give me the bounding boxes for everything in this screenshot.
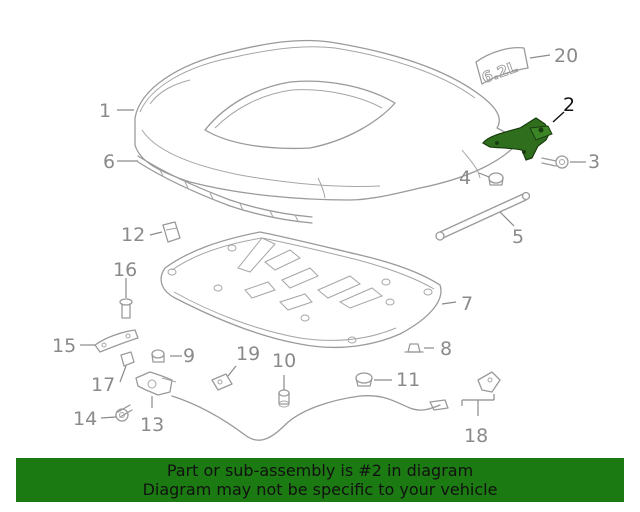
hinge-bolt-part [541,155,569,169]
hood-insulator-part [160,231,442,349]
callout-14: 14 [73,408,97,430]
hood-hinge-part [482,117,553,161]
callout-6: 6 [103,151,115,173]
release-handle-bracket-part [94,329,139,353]
banner-line-disclaimer: Diagram may not be specific to your vehi… [142,480,498,499]
grommet-part [355,372,373,387]
callout-2: 2 [563,94,575,116]
weatherstrip-part [137,155,313,224]
insulator-pin-part [404,343,424,353]
callout-20: 20 [554,45,578,67]
callout-8: 8 [440,338,452,360]
callout-leaders [80,54,586,419]
badge-text: 6.2L [479,58,520,87]
callout-10: 10 [272,350,296,372]
callout-17: 17 [91,374,115,396]
callout-3: 3 [588,151,600,173]
bracket-bolt-part [119,298,133,319]
hood-latch-part [135,371,177,396]
callout-12: 12 [121,224,145,246]
push-pin-part [151,349,165,363]
callout-18: 18 [464,425,488,447]
hood-bumper-part [488,172,504,186]
hood-part [134,39,521,201]
callout-11: 11 [396,369,420,391]
latch-clip-part [120,351,135,367]
hood-strut-part [435,191,531,241]
banner-line-part-number: Part or sub-assembly is #2 in diagram [166,461,474,480]
callout-9: 9 [183,345,195,367]
callout-1: 1 [99,100,111,122]
engine-badge-part: 6.2L [475,46,529,88]
hood-stop-part [278,389,290,408]
retainer-clip-part [162,221,181,243]
callout-7: 7 [461,293,473,315]
callout-15: 15 [52,335,76,357]
callout-5: 5 [512,226,524,248]
release-cable-part [171,371,501,441]
callout-19: 19 [236,343,260,365]
callout-13: 13 [140,414,164,436]
diagram-notice-banner: Part or sub-assembly is #2 in diagram Di… [16,458,624,502]
cable-clip-part [211,373,233,391]
exploded-parts-diagram: 6.2L [52,39,600,447]
callout-4: 4 [459,167,471,189]
callout-16: 16 [113,259,137,281]
latch-bolt-part [115,404,133,422]
